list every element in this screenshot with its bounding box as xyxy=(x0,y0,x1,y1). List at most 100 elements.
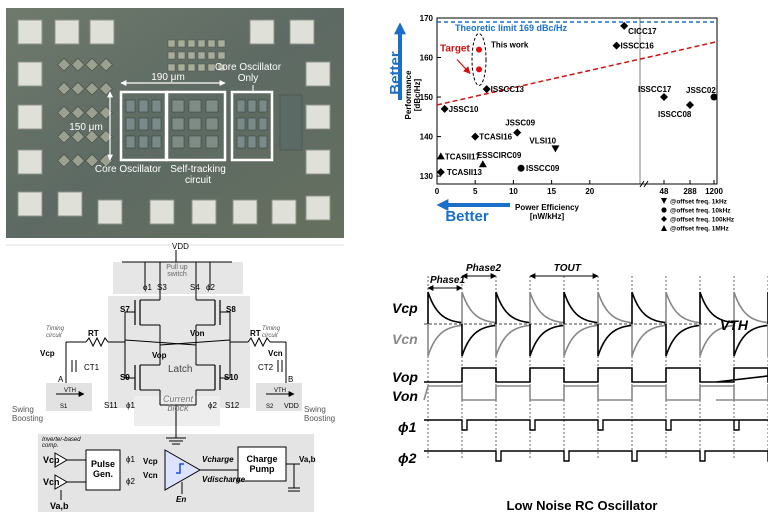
logic-cell xyxy=(187,39,196,48)
s2-label: S2 xyxy=(266,404,274,410)
logic-cell xyxy=(187,51,196,60)
vcp-curve xyxy=(699,291,735,324)
von-wave xyxy=(423,385,768,401)
this-work-point xyxy=(476,66,483,73)
von-label: Von xyxy=(190,329,205,338)
legend-marker xyxy=(661,207,667,213)
text-line: Swing xyxy=(12,405,34,414)
bond-pad xyxy=(17,61,43,87)
vcp-curve xyxy=(427,291,463,324)
s7-label: S7 xyxy=(120,305,130,314)
logic-cell xyxy=(85,57,99,72)
vcn-curve xyxy=(427,324,463,357)
vcp-curve xyxy=(665,291,701,324)
track-cell xyxy=(188,117,202,131)
vcp-in: Vcp xyxy=(43,455,60,465)
osc-cell xyxy=(258,135,268,149)
text-line: Boosting xyxy=(12,414,43,423)
this-work-ellipse xyxy=(471,33,487,86)
logic-cell xyxy=(167,63,176,72)
legend-text: @offset freq. 10kHz xyxy=(670,208,731,215)
vdischarge-label: Vdischarge xyxy=(202,475,246,484)
point-label: JSSC02 xyxy=(686,86,716,95)
data-point xyxy=(686,100,694,109)
transistors xyxy=(124,299,231,428)
text-line: block xyxy=(167,403,189,413)
better-x-label: Better xyxy=(445,208,489,225)
logic-cell xyxy=(177,39,186,48)
swing-right-panel xyxy=(256,383,302,411)
pulse-gen-box xyxy=(85,449,121,491)
logic-cell xyxy=(71,81,85,96)
x-axis-label: Power Efficiency[nW/kHz] xyxy=(515,203,580,221)
text-line: comp. xyxy=(42,443,58,449)
data-point xyxy=(620,21,629,30)
point-label: TCASII17 xyxy=(445,152,481,161)
phi1-bottom: ϕ1 xyxy=(126,401,135,410)
text-line: Current xyxy=(163,394,194,404)
bond-pad xyxy=(249,19,275,45)
node-a-label: A xyxy=(58,375,64,384)
bond-pad xyxy=(17,149,43,175)
vop-label: Vop xyxy=(152,351,167,360)
current-block-panel xyxy=(134,396,220,426)
s8-label: S8 xyxy=(226,305,236,314)
self-tracking-box xyxy=(165,90,227,162)
osc-cell xyxy=(151,99,162,113)
point-label: TCASII13 xyxy=(447,168,483,177)
s3-label: S3 xyxy=(157,283,167,292)
point-label: ISSCC16 xyxy=(621,42,655,51)
vcp-curve xyxy=(597,291,633,324)
bond-pad xyxy=(191,199,217,225)
logic-cell xyxy=(57,153,71,168)
target-arrow xyxy=(456,59,471,74)
legend-text: @offset freq. 1MHz xyxy=(670,226,729,233)
s4-label: S4 xyxy=(190,283,200,292)
vcn-curve xyxy=(733,324,768,357)
logic-cell xyxy=(197,63,206,72)
text-line: Performance xyxy=(404,70,413,119)
phase1-label: Phase1 xyxy=(430,275,465,286)
vcn-curve xyxy=(699,324,735,357)
x-tick-label: 1200 xyxy=(705,187,723,196)
rt-right: RT xyxy=(250,329,261,338)
track-cell xyxy=(205,99,219,113)
vcn-curve xyxy=(461,324,497,357)
pull-up-panel xyxy=(113,262,243,294)
vab-in-label: Va,b xyxy=(50,501,69,511)
track-cell xyxy=(188,99,202,113)
logic-cell xyxy=(167,51,176,60)
axis-break xyxy=(639,180,645,188)
logic-cell xyxy=(167,39,176,48)
phase2-label: Phase2 xyxy=(466,263,501,274)
logic-cell xyxy=(217,39,226,48)
vcn-curve xyxy=(597,324,633,357)
bond-pad xyxy=(17,191,43,217)
ct1-label: CT1 xyxy=(84,363,100,372)
s9-label: S9 xyxy=(120,373,130,382)
vcp-comp: Vcp xyxy=(143,457,158,466)
vcp-wave-label: Vcp xyxy=(392,300,418,316)
text-line: Timing xyxy=(262,326,281,332)
vcp-curve xyxy=(631,291,667,324)
text-line: Timing xyxy=(46,326,65,332)
point-label: TCASI16 xyxy=(479,133,512,142)
logic-cell xyxy=(57,129,71,144)
phi2-wave xyxy=(424,450,768,462)
vcp-curve xyxy=(563,291,599,324)
logic-cell xyxy=(57,57,71,72)
logic-cell xyxy=(71,129,85,144)
s12-label: S12 xyxy=(225,401,240,410)
y-tick-label: 160 xyxy=(420,54,434,63)
track-cell xyxy=(205,135,219,149)
vdd-bottom-label: VDD xyxy=(284,403,299,410)
charge-pump-box xyxy=(237,446,287,482)
osc-cell xyxy=(138,117,149,131)
